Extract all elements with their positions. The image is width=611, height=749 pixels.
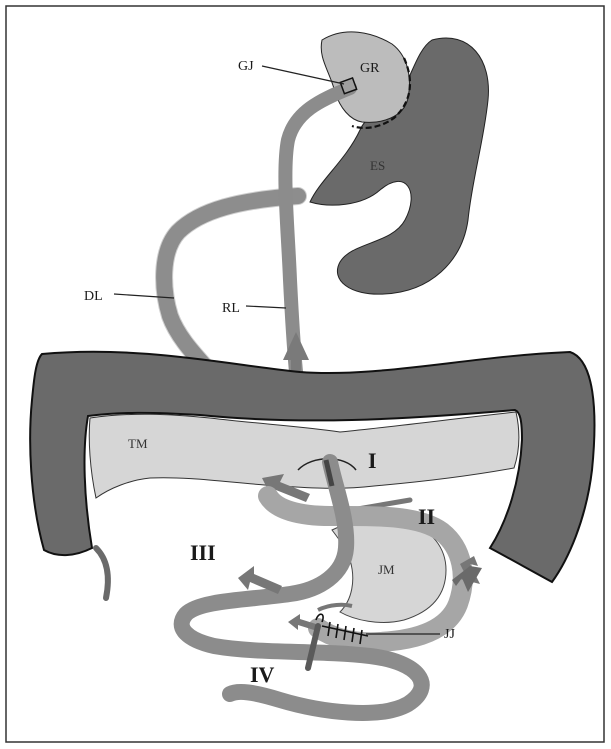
label-gj: GJ bbox=[238, 59, 254, 74]
label-gr: GR bbox=[360, 61, 380, 76]
region-label-iv: IV bbox=[250, 662, 275, 687]
region-label-i: I bbox=[368, 448, 377, 473]
label-es: ES bbox=[370, 158, 385, 173]
label-rl: RL bbox=[222, 301, 240, 316]
region-label-ii: II bbox=[418, 504, 435, 529]
label-tm: TM bbox=[128, 436, 148, 451]
region-label-iii: III bbox=[190, 540, 216, 565]
label-jm: JM bbox=[378, 562, 395, 577]
label-dl: DL bbox=[84, 289, 103, 304]
label-jj: JJ bbox=[444, 627, 455, 642]
